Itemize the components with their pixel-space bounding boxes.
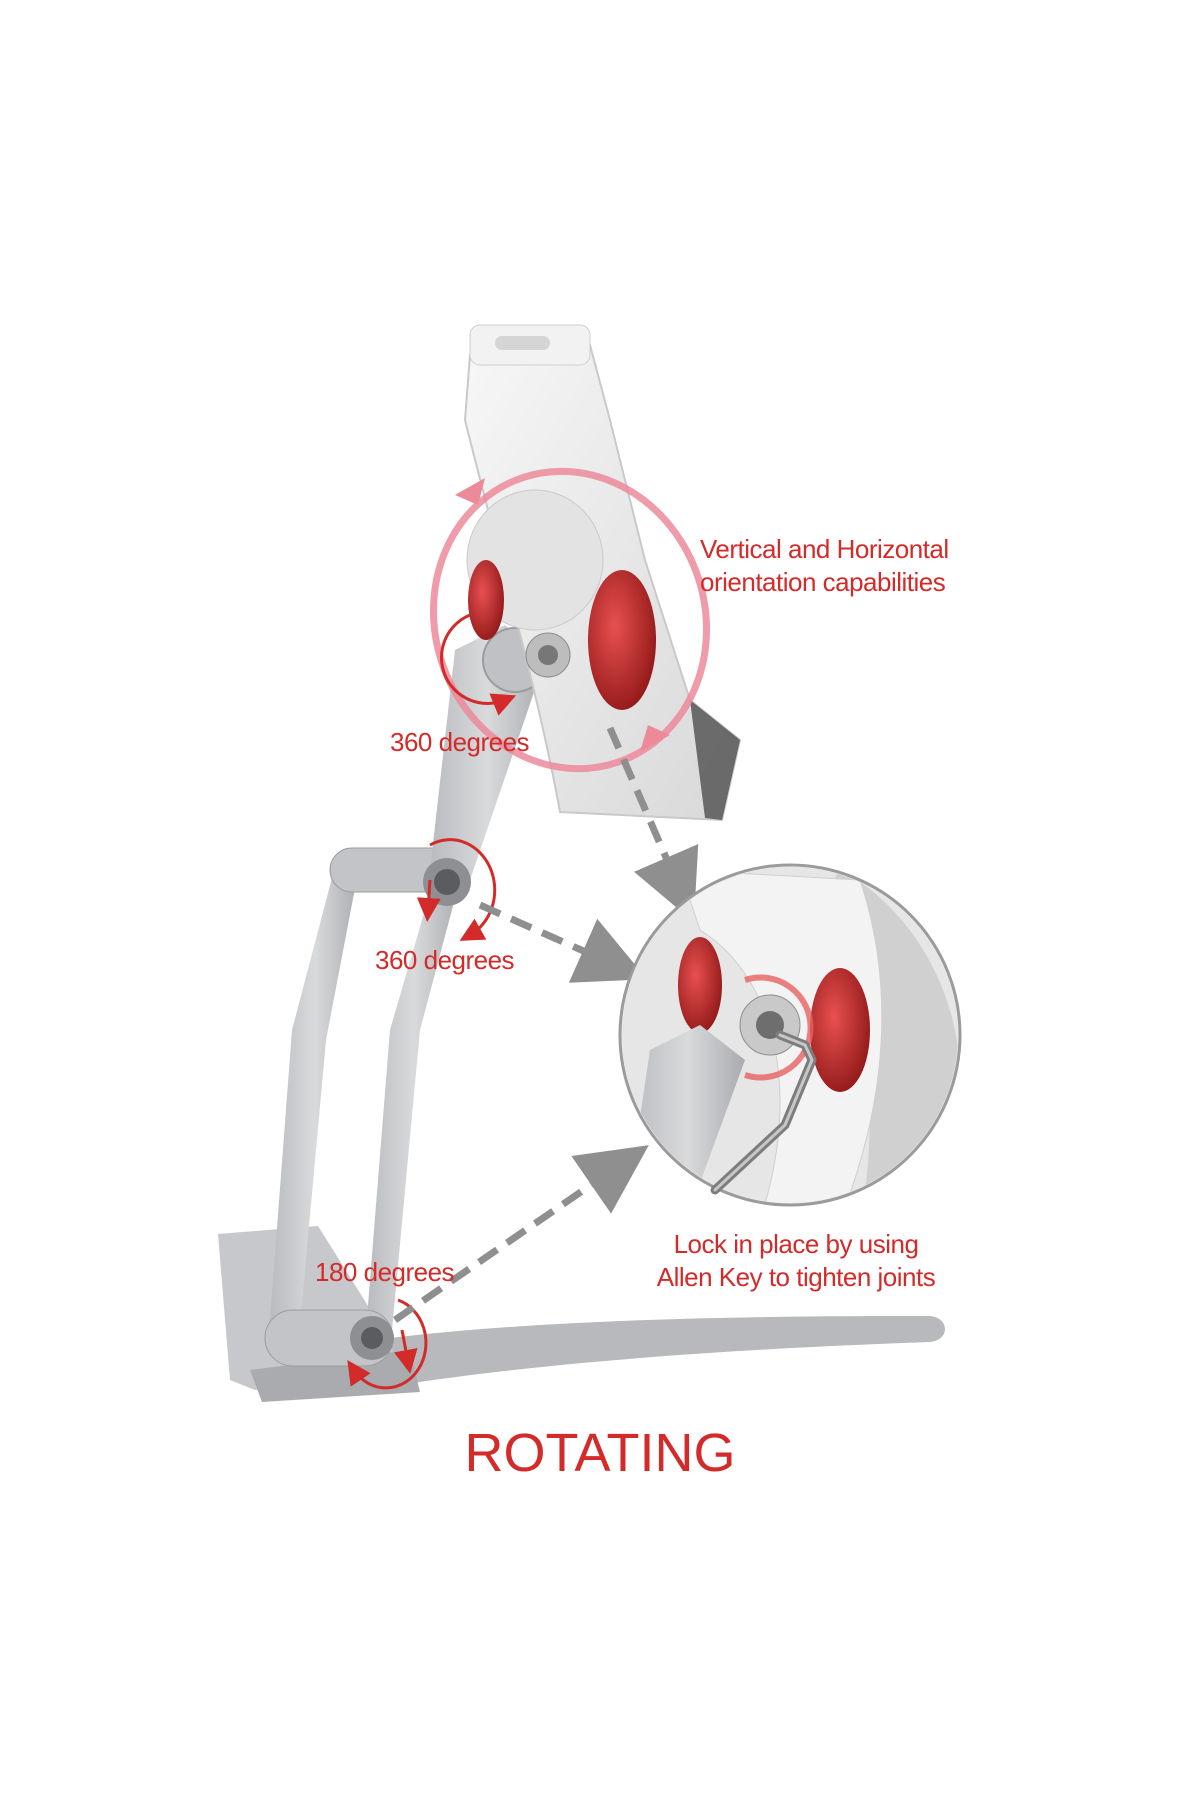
dashed-arrow-icon	[393, 726, 699, 1323]
zoom-detail-circle	[618, 863, 962, 1207]
orientation-callout-line2: orientation capabilities	[700, 566, 946, 597]
lock-callout-line2: Allen Key to tighten joints	[656, 1261, 936, 1292]
lock-callout: Lock in place by using Allen Key to tigh…	[656, 1228, 936, 1293]
top-joint-rotation-arrow-icon	[440, 613, 517, 716]
orientation-callout: Vertical and Horizontal orientation capa…	[700, 533, 949, 598]
bottom-joint-label: 180 degrees	[315, 1257, 455, 1287]
top-joint-label: 360 degrees	[390, 727, 530, 757]
middle-joint-label: 360 degrees	[375, 945, 515, 975]
bottom-joint	[264, 1309, 394, 1367]
middle-joint	[423, 858, 471, 906]
orientation-callout-line1: Vertical and Horizontal	[700, 534, 949, 564]
middle-joint-rotation-arrow-icon	[416, 838, 497, 941]
page-title: ROTATING	[464, 1423, 736, 1483]
tablet-holder	[463, 324, 742, 822]
lock-callout-line1: Lock in place by using	[673, 1229, 919, 1259]
allen-key-icon	[710, 1030, 817, 1195]
bottom-joint-rotation-arrow-icon	[347, 1298, 428, 1390]
